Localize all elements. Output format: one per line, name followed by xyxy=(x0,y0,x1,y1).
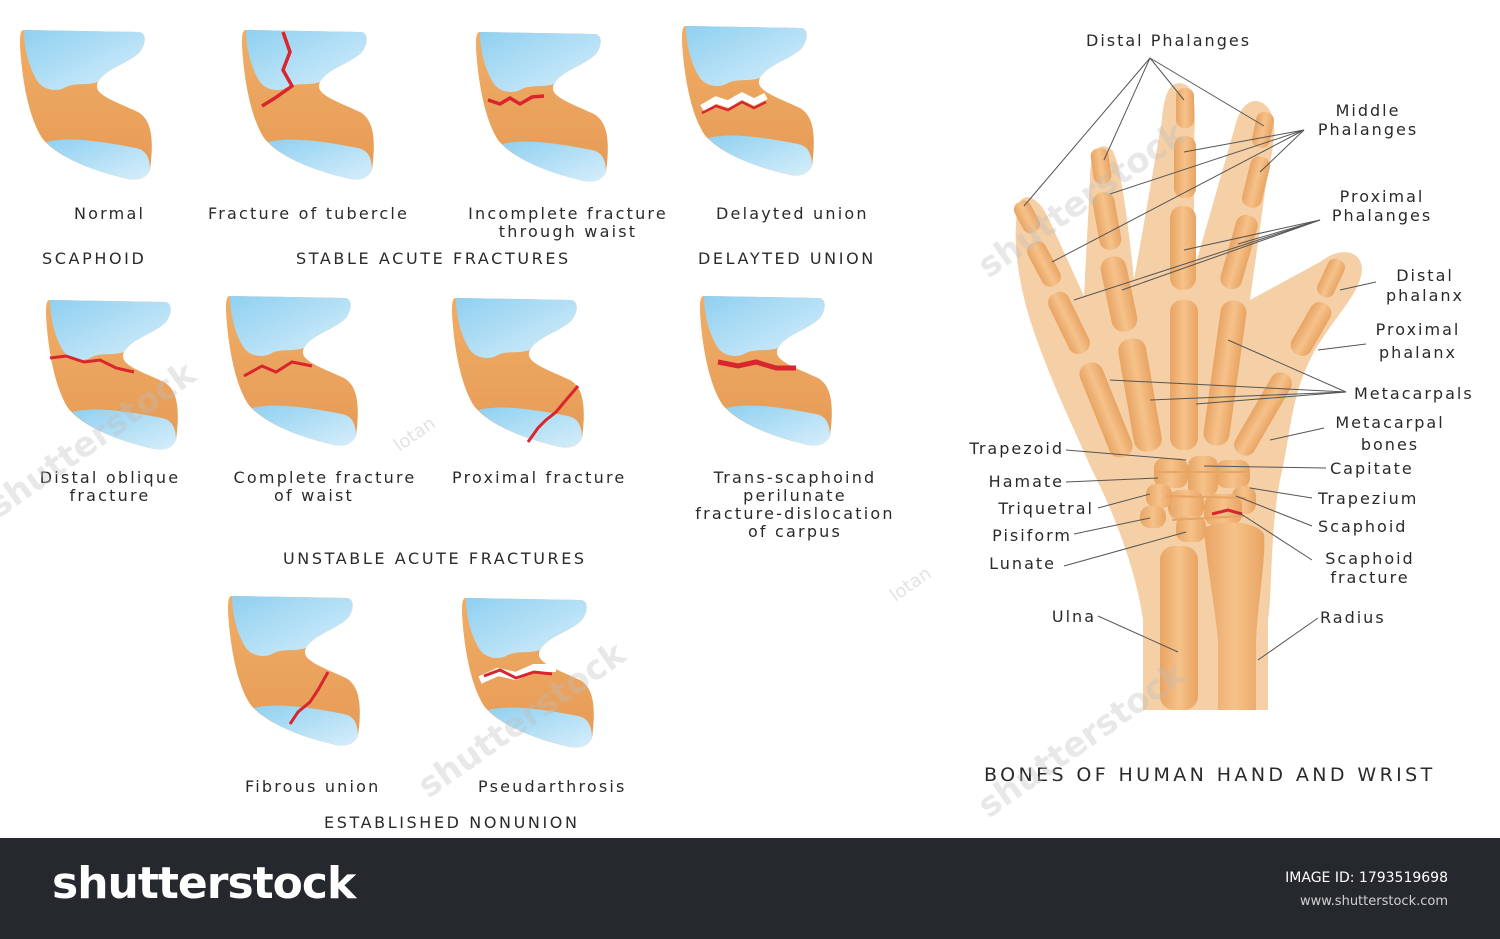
scaphoid-delayted-union-illustration xyxy=(682,26,814,176)
scaphoid-fibrous-union-illustration xyxy=(228,596,360,746)
label-complete-fracture-line2: of waist xyxy=(273,486,355,505)
hand-label-distal-phalanx-line2: phalanx xyxy=(1386,286,1464,305)
hand-label-distal-phalanx-line1: Distal xyxy=(1396,266,1454,285)
footer-bar: shutterstock IMAGE ID: 1793519698 www.sh… xyxy=(0,838,1500,939)
hand-title: BONES OF HUMAN HAND AND WRIST xyxy=(984,764,1436,786)
scaphoid-normal-illustration xyxy=(20,30,152,180)
footer-site-url[interactable]: www.shutterstock.com xyxy=(1299,894,1448,909)
hand-label-proximal-phalanx-line2: phalanx xyxy=(1379,343,1457,362)
scaphoid-proximal-fracture-illustration xyxy=(452,298,584,448)
hand-label-radius: Radius xyxy=(1320,608,1386,627)
hand-label-hamate: Hamate xyxy=(988,472,1064,491)
hand-label-ulna: Ulna xyxy=(1051,607,1096,626)
scaphoid-trans-perilunate-illustration xyxy=(700,296,832,446)
footer-brand-logo: shutterstock xyxy=(52,858,356,909)
group-scaphoid: SCAPHOID xyxy=(42,249,147,268)
hand-label-triquetral: Triquetral xyxy=(998,499,1094,518)
hand-label-proximal-phalanges-line1: Proximal xyxy=(1339,187,1425,206)
hand-label-pisiform: Pisiform xyxy=(992,526,1072,545)
scaphoid-pseudarthrosis-illustration xyxy=(462,598,594,748)
label-incomplete-fracture-line1: Incomplete fracture xyxy=(468,204,668,223)
hand-label-metacarpal-bones-line2: bones xyxy=(1360,435,1420,454)
label-trans-scaphoind-line1: Trans-scaphoind xyxy=(713,468,877,487)
illustration-svg xyxy=(20,26,1377,748)
diagram-canvas: Normal Fracture of tubercle Incomplete f… xyxy=(0,26,1474,832)
hand-label-metacarpals: Metacarpals xyxy=(1354,384,1474,403)
hand-label-scaphoid-fracture-line2: fracture xyxy=(1330,568,1410,587)
group-stable-acute-fractures: STABLE ACUTE FRACTURES xyxy=(296,249,571,268)
label-trans-scaphoind-line4: of carpus xyxy=(747,522,843,541)
label-delayted-union: Delayted union xyxy=(716,204,869,223)
label-trans-scaphoind-line3: fracture-dislocation xyxy=(695,504,895,523)
scaphoid-incomplete-fracture-illustration xyxy=(476,32,608,182)
label-trans-scaphoind-line2: perilunate xyxy=(743,486,847,505)
scaphoid-complete-waist-fracture-illustration xyxy=(226,296,358,446)
scaphoid-distal-oblique-fracture-illustration xyxy=(46,300,178,450)
hand-label-scaphoid-fracture-line1: Scaphoid xyxy=(1325,549,1415,568)
label-pseudarthrosis: Pseudarthrosis xyxy=(478,777,627,796)
hand-label-distal-phalanges: Distal Phalanges xyxy=(1086,31,1252,50)
hand-label-lunate: Lunate xyxy=(989,554,1056,573)
label-distal-oblique-line1: Distal oblique xyxy=(39,468,181,487)
hand-label-middle-phalanges-line2: Phalanges xyxy=(1317,120,1419,139)
footer-image-id: IMAGE ID: 1793519698 xyxy=(1285,870,1448,886)
hand-label-metacarpal-bones-line1: Metacarpal xyxy=(1335,413,1445,432)
label-fracture-of-tubercle: Fracture of tubercle xyxy=(208,204,410,223)
hand-label-trapezium: Trapezium xyxy=(1318,489,1419,508)
label-complete-fracture-line1: Complete fracture xyxy=(233,468,417,487)
label-distal-oblique-line2: fracture xyxy=(69,486,151,505)
hand-label-middle-phalanges-line1: Middle xyxy=(1335,101,1401,120)
hand-label-scaphoid: Scaphoid xyxy=(1318,517,1408,536)
group-established-nonunion: ESTABLISHED NONUNION xyxy=(324,813,580,832)
label-proximal-fracture: Proximal fracture xyxy=(452,468,627,487)
hand-label-trapezoid: Trapezoid xyxy=(969,439,1064,458)
label-fibrous-union: Fibrous union xyxy=(245,777,381,796)
hand-label-capitate: Capitate xyxy=(1330,459,1414,478)
group-unstable-acute-fractures: UNSTABLE ACUTE FRACTURES xyxy=(283,549,587,568)
hand-label-proximal-phalanges-line2: Phalanges xyxy=(1331,206,1433,225)
scaphoid-tubercle-fracture-illustration xyxy=(242,30,374,180)
label-normal: Normal xyxy=(74,204,146,223)
hand-leader-lines xyxy=(1023,57,1377,661)
group-delayted-union: DELAYTED UNION xyxy=(698,249,876,268)
hand-label-proximal-phalanx-line1: Proximal xyxy=(1375,320,1461,339)
hand-skeleton-illustration xyxy=(1013,83,1362,710)
label-incomplete-fracture-line2: through waist xyxy=(498,222,638,241)
